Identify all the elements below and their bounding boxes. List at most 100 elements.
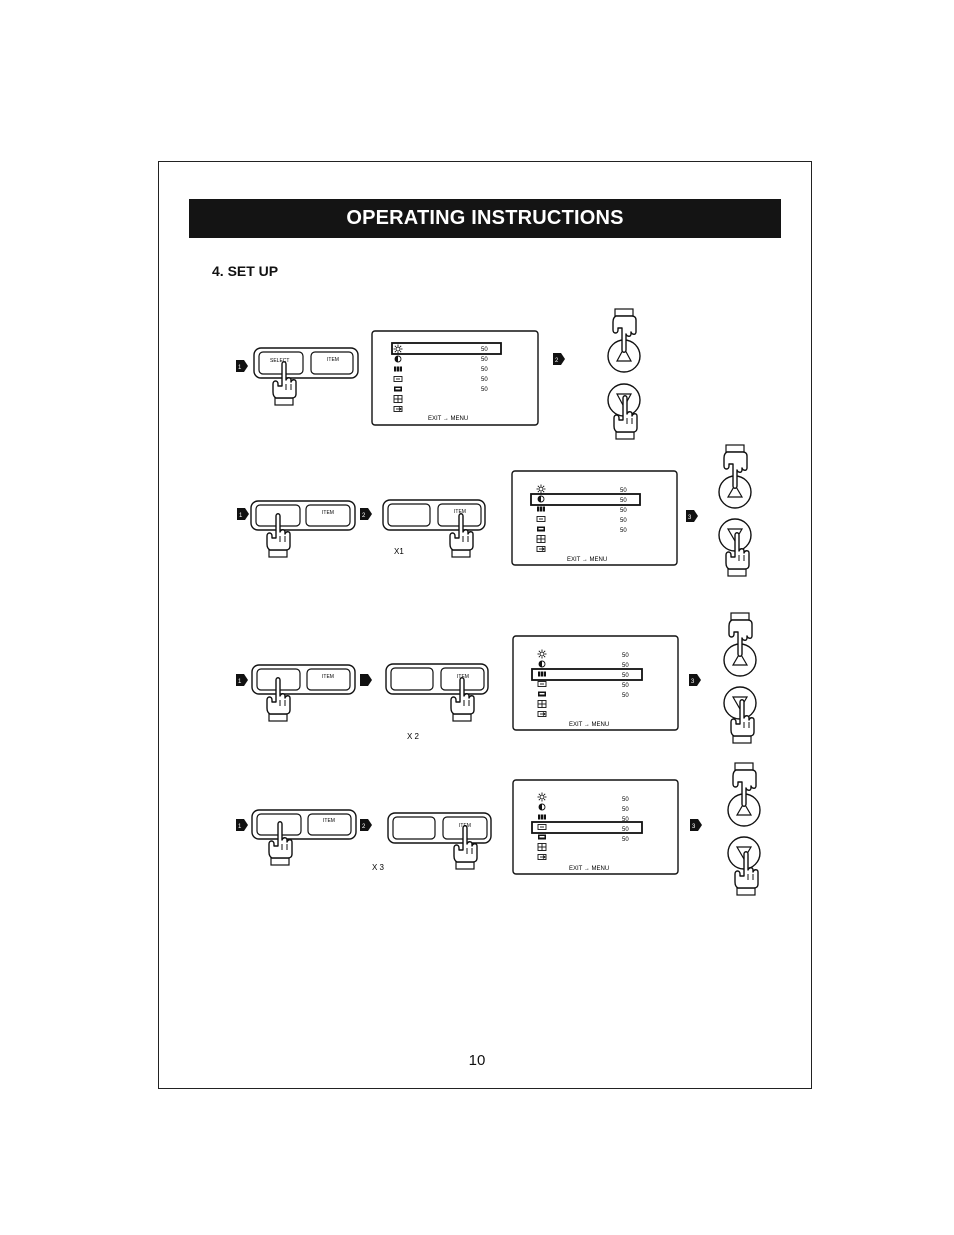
item-button-label: ITEM [327,357,339,363]
svg-text:50: 50 [622,797,629,803]
svg-text:3: 3 [691,679,695,685]
sharpness-icon [394,386,402,392]
item-button-label: ITEM [322,674,334,680]
step-marker-2: 2 [553,353,565,365]
control-panel [250,500,356,531]
press-count: X 2 [407,732,420,741]
svg-text:50: 50 [622,663,629,669]
step-marker-1: 1 [237,508,249,520]
hue-icon [537,824,547,830]
brightness-icon [536,484,546,494]
step-marker-1: 1 [236,819,248,831]
step-marker-3: 3 [689,674,701,686]
control-panel [251,664,356,695]
sharpness-icon [538,691,546,697]
svg-text:50: 50 [622,693,629,699]
section-heading: 4. SET UP [212,263,279,279]
osd-menu [512,635,679,731]
hue-icon [536,516,546,522]
svg-text:2: 2 [362,824,366,830]
step-arrow [360,674,372,686]
svg-text:50: 50 [620,488,627,494]
contrast-icon [538,803,546,811]
svg-text:50: 50 [622,653,629,659]
color-icon [538,671,546,677]
color-icon [538,814,546,820]
brightness-icon [393,344,403,354]
svg-text:50: 50 [622,837,629,843]
svg-text:2: 2 [555,358,559,364]
osd-menu [511,470,678,566]
svg-text:3: 3 [688,515,692,521]
menu-values: 50 50 50 50 50 [620,488,627,534]
svg-text:50: 50 [620,498,627,504]
item-button-label: ITEM [454,509,466,515]
page-title: OPERATING INSTRUCTIONS [189,199,781,238]
svg-text:50: 50 [481,347,488,353]
svg-text:50: 50 [481,377,488,383]
step-marker-3: 3 [686,510,698,522]
menu-footer: EXIT → MENU [567,557,607,563]
menu-icon-column [537,792,547,860]
osd-menu [512,779,679,875]
step-marker-3: 3 [690,819,702,831]
sharpness-icon [538,834,546,840]
brightness-icon [537,792,547,802]
step-marker-2: 2 [360,819,372,831]
step-marker-2: 2 [360,508,372,520]
control-panel [382,499,486,531]
svg-text:50: 50 [620,508,627,514]
menu-footer: EXIT → MENU [428,416,468,422]
control-panel [251,809,357,840]
hue-icon [393,376,403,382]
svg-text:50: 50 [481,367,488,373]
svg-text:50: 50 [481,357,488,363]
page-frame [158,161,812,1089]
control-panel [253,347,359,379]
menu-values: 50 50 50 50 50 [481,347,488,393]
svg-text:50: 50 [622,807,629,813]
color-icon [394,366,402,372]
svg-text:1: 1 [238,365,242,371]
svg-text:3: 3 [692,824,696,830]
osd-menu [371,330,539,426]
position-icon [537,843,547,851]
svg-text:1: 1 [238,824,242,830]
position-icon [536,535,546,543]
control-panel [387,812,492,844]
svg-text:50: 50 [622,683,629,689]
menu-footer: EXIT → MENU [569,866,609,872]
menu-footer: EXIT → MENU [569,722,609,728]
item-button-label: ITEM [323,818,335,824]
press-count: X1 [394,547,404,556]
color-icon [537,506,545,512]
press-count: X 3 [372,863,385,872]
menu-icon-column [393,344,403,412]
exit-icon [537,711,547,717]
svg-text:1: 1 [239,513,243,519]
svg-text:1: 1 [238,679,242,685]
svg-text:50: 50 [620,528,627,534]
menu-values: 50 50 50 50 50 [622,797,629,843]
menu-icon-column [537,649,547,717]
contrast-icon [538,660,546,668]
svg-text:50: 50 [620,518,627,524]
menu-icon-column [536,484,546,552]
contrast-icon [537,495,545,503]
select-button-label: SELECT [270,358,289,364]
page-number: 10 [468,1052,486,1069]
item-button-label: ITEM [457,674,469,680]
brightness-icon [537,649,547,659]
menu-values: 50 50 50 50 50 [622,653,629,699]
step-marker-1: 1 [236,360,248,372]
exit-icon [393,406,403,412]
position-icon [393,395,403,403]
control-panel [385,663,489,695]
svg-text:50: 50 [481,387,488,393]
position-icon [537,700,547,708]
exit-icon [537,854,547,860]
svg-text:50: 50 [622,673,629,679]
item-button-label: ITEM [322,510,334,516]
sharpness-icon [537,526,545,532]
svg-text:50: 50 [622,817,629,823]
